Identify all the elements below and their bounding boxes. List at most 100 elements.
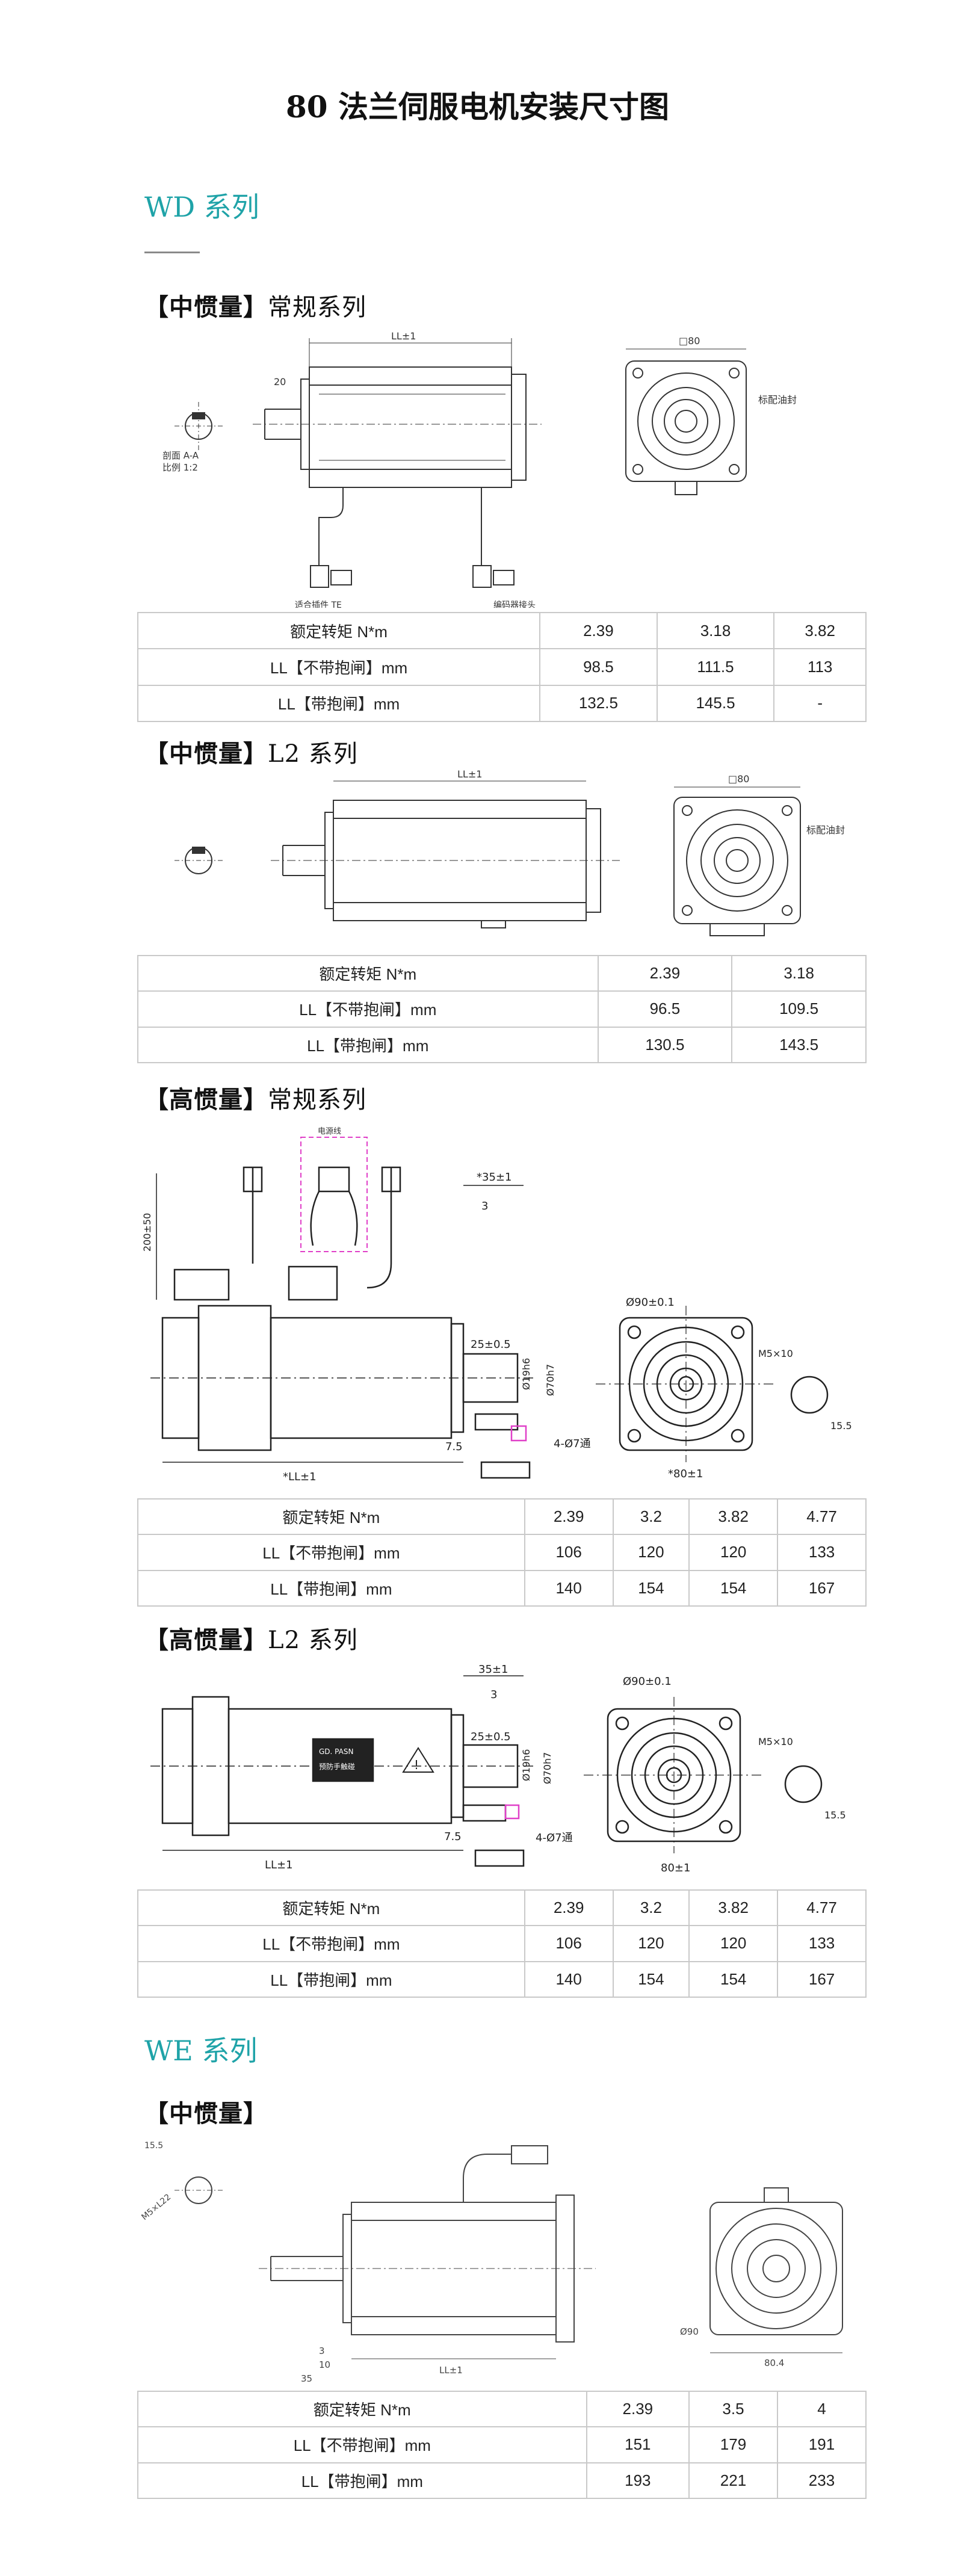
table-cell: 145.5 xyxy=(656,684,775,723)
table-cell: 120 xyxy=(612,1534,690,1571)
motor-side-view: LL±1 3 10 35 xyxy=(259,2145,596,2384)
dim-25: 25±0.5 xyxy=(471,1338,511,1351)
key-label: 20 xyxy=(274,376,286,388)
dim-spigot: Ø70h7 xyxy=(545,1364,556,1396)
motor-front-view: Ø90±0.1 80±1 4-Ø7通 M5×10 15.5 xyxy=(536,1675,846,1874)
table-cell: 151 xyxy=(586,2426,690,2463)
section-label: 剖面 A-A xyxy=(162,450,199,461)
table-cell: LL【不带抱闸】mm xyxy=(137,1534,525,1571)
dim-155: 15.5 xyxy=(824,1809,846,1821)
warning-icon: ! xyxy=(414,1758,419,1772)
dim-75: 7.5 xyxy=(445,1441,463,1453)
wd-mid-l2-heading: 【中惯量】L2 系列 xyxy=(144,734,358,769)
detail-view: 15.5 M5×L22 xyxy=(140,2141,223,2222)
plate-line2: 预防手触碰 xyxy=(319,1762,355,1771)
table-cell: 2.39 xyxy=(539,611,658,650)
table-cell: 2.39 xyxy=(524,1889,614,1927)
table-cell: LL【不带抱闸】mm xyxy=(137,2426,587,2463)
table-cell: 154 xyxy=(612,1569,690,1607)
table-cell: 133 xyxy=(777,1534,867,1571)
table-cell: 133 xyxy=(777,1925,867,1962)
dim-35: 35±1 xyxy=(478,1663,508,1676)
table-cell: LL【带抱闸】mm xyxy=(137,1960,525,1998)
conn-right-label: 编码器接头 xyxy=(493,600,536,608)
dim-155: 15.5 xyxy=(144,2141,163,2151)
table-cell: 106 xyxy=(524,1534,614,1571)
ll-label: LL±1 xyxy=(391,330,416,342)
table-cell: 154 xyxy=(688,1960,779,1998)
table-cell: 154 xyxy=(688,1569,779,1607)
dim-holes: 4-Ø7通 xyxy=(554,1438,591,1450)
cable-label: 电源线 xyxy=(318,1127,341,1136)
table-cell: 167 xyxy=(777,1960,867,1998)
motor-side-view: GD. PASN 预防手触碰 ! LL±1 35±1 3 25±0.5 7.5 … xyxy=(150,1663,553,1871)
table-cell: 2.39 xyxy=(597,954,733,992)
table-cell: 额定转矩 N*m xyxy=(137,2390,587,2428)
seal-label: 标配油封 xyxy=(758,394,797,406)
table-cell: 4.77 xyxy=(777,1889,867,1927)
heading-bracket: 【中惯量】 xyxy=(144,740,268,768)
dim-35: 35 xyxy=(301,2373,312,2384)
table-cell: LL【不带抱闸】mm xyxy=(137,990,599,1028)
dim-shaft: Ø19h6 xyxy=(521,1358,532,1390)
dim-80: 80±1 xyxy=(661,1862,690,1874)
flange-label: □80 xyxy=(679,335,700,347)
table-cell: 98.5 xyxy=(539,648,658,686)
table-cell: 140 xyxy=(524,1960,614,1998)
table-cell: 4 xyxy=(776,2390,867,2428)
dim-80: *80±1 xyxy=(668,1468,703,1480)
wd-high-l2-drawing: GD. PASN 预防手触碰 ! LL±1 35±1 3 25±0.5 7.5 … xyxy=(150,1663,846,1874)
dim-804: 80.4 xyxy=(764,2358,784,2368)
motor-front-view: □80 标配油封 xyxy=(625,335,797,495)
ll-label: LL±1 xyxy=(457,770,482,780)
scale-label: 比例 1:2 xyxy=(162,462,198,473)
table-cell: LL【带抱闸】mm xyxy=(137,1026,599,1064)
heading-bracket: 【中惯量】 xyxy=(144,2099,268,2128)
conn-left-label: 适合插件 TE xyxy=(295,601,342,608)
heading-bracket: 【高惯量】 xyxy=(144,1626,268,1654)
table-cell: 109.5 xyxy=(731,990,867,1028)
dim-phi90: Ø90±0.1 xyxy=(626,1296,675,1309)
table-cell: 167 xyxy=(777,1569,867,1607)
table-cell: 113 xyxy=(773,648,867,686)
dim-75: 7.5 xyxy=(444,1830,462,1843)
wd-mid-l2-drawing: LL±1 □80 标配油封 xyxy=(175,770,845,936)
table-cell: 3.5 xyxy=(688,2390,778,2428)
dim-shaft: Ø19h6 xyxy=(521,1749,532,1781)
table-cell: - xyxy=(773,684,867,723)
dim-ll: *LL±1 xyxy=(283,1471,317,1483)
wd-high-std-drawing: 电源线 200±50 *LL±1 *35±1 3 25±0.5 7.5 Ø19h… xyxy=(141,1127,852,1483)
table-cell: 3.18 xyxy=(731,954,867,992)
motor-front-view: Ø90±0.1 *80±1 4-Ø7通 M5×10 15.5 xyxy=(554,1296,852,1480)
table-cell: 132.5 xyxy=(539,684,658,723)
we-series-heading: WE 系列 xyxy=(144,2034,258,2067)
table-cell: 191 xyxy=(776,2426,867,2463)
table-cell: 193 xyxy=(586,2462,690,2500)
dim-25: 25±0.5 xyxy=(471,1731,511,1743)
table-cell: 额定转矩 N*m xyxy=(137,1498,525,1536)
motor-side-view: LL±1 xyxy=(271,770,620,928)
heading-rest: 常规系列 xyxy=(268,294,366,321)
heading-bracket: 【高惯量】 xyxy=(144,1086,268,1114)
dim-m5: M5×10 xyxy=(758,1348,793,1359)
dim-3: 3 xyxy=(319,2346,325,2356)
table-cell: 3.2 xyxy=(612,1498,690,1536)
table-cell: 2.39 xyxy=(586,2390,690,2428)
dim-3: 3 xyxy=(490,1688,497,1701)
table-cell: 140 xyxy=(524,1569,614,1607)
wd-series-heading: WD 系列 xyxy=(144,191,259,223)
section-view xyxy=(175,847,223,874)
wd-mid-std-heading: 【中惯量】常规系列 xyxy=(144,288,366,323)
